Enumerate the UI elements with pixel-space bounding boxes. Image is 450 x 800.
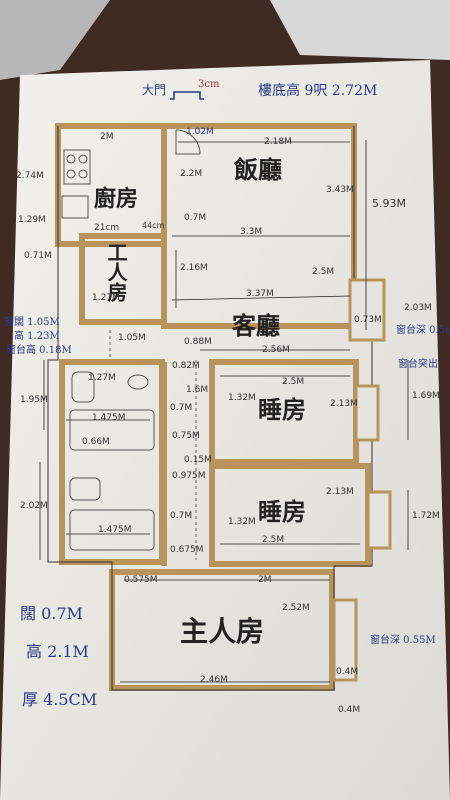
- dim-b2-out: 1.72M: [412, 511, 440, 521]
- dim-c-0975: 0.975M: [172, 471, 206, 481]
- dim-master-w: 2M: [258, 575, 272, 585]
- door-spec-1: 闊 0.7M: [20, 604, 83, 623]
- dim-c-16: 1.6M: [186, 385, 209, 395]
- door-arcs: [175, 129, 201, 155]
- dim-b2-r: 2.13M: [326, 487, 354, 497]
- window-note-3: 窗台高 0.18M: [6, 345, 72, 356]
- right-bottom-note: 窗台深 0.55M: [370, 635, 436, 646]
- dim-living-bottom: 2.56M: [262, 345, 290, 355]
- dim-bath2-w: 1.475M: [98, 525, 132, 535]
- dim-master-h: 2.52M: [282, 603, 310, 613]
- dim-c-082: 0.82M: [172, 361, 200, 371]
- dim-living-r: 2.5M: [312, 267, 335, 277]
- bath-fixtures: [69, 371, 155, 551]
- dim-b1-h: 1.32M: [228, 393, 256, 403]
- dim-b1-w: 2.5M: [282, 377, 305, 387]
- room-helper: 工人房: [104, 242, 128, 302]
- door-spec-3: 厚 4.5CM: [22, 690, 98, 709]
- dim-bath-w2: 1.475M: [92, 413, 126, 423]
- dim-balc-073: 0.73M: [354, 315, 382, 325]
- dim-kitchen-w: 2M: [100, 132, 114, 142]
- dim-living-w: 3.37M: [246, 289, 274, 299]
- dim-b1-r: 2.13M: [330, 399, 358, 409]
- dim-dining-r: 3.43M: [326, 185, 354, 195]
- dim-kitchen-h: 2.74M: [16, 171, 44, 181]
- dim-kitchen-small: 0.71M: [24, 251, 52, 261]
- dim-dining-h: 2.2M: [180, 169, 203, 179]
- dim-helper-d: 1.05M: [118, 333, 146, 343]
- door-note: 大門: [142, 83, 167, 97]
- dim-helper-w: 1.27M: [92, 293, 120, 303]
- dim-c-0575: 0.575M: [124, 575, 158, 585]
- dim-master-side: 0.4M: [336, 667, 359, 677]
- dim-c-015: 0.15M: [184, 455, 212, 465]
- room-bedroom-1: 睡房: [258, 395, 306, 424]
- dim-master-tiny: 0.4M: [338, 705, 361, 715]
- room-master: 主人房: [180, 615, 265, 648]
- room-dining: 飯廳: [234, 155, 282, 184]
- door-ink-mark: [170, 91, 204, 100]
- dim-c-075: 0.75M: [172, 431, 200, 441]
- dim-master-bottom: 2.46M: [200, 675, 228, 685]
- dim-bath-066: 0.66M: [82, 437, 110, 447]
- dim-win-086: 0.88M: [184, 337, 212, 347]
- right-note-1: 窗台深 0.56M: [396, 325, 450, 336]
- door-spec-2: 高 2.1M: [26, 642, 89, 661]
- dim-bath-h: 1.95M: [20, 395, 48, 405]
- right-note-2: 窗台突出: [398, 359, 438, 370]
- dim-c-0675: 0.675M: [170, 545, 204, 555]
- paper-stack: [270, 0, 450, 60]
- paper-stack-shadow: [0, 0, 110, 80]
- dim-span-33: 3.3M: [240, 227, 263, 237]
- dim-c-07b: 0.7M: [170, 511, 193, 521]
- dim-overall-h: 5.93M: [372, 197, 406, 210]
- dim-b1-out: 1.69M: [412, 391, 440, 401]
- dim-small-44: 44cm: [142, 221, 165, 230]
- window-note-2: 高 1.23M: [14, 331, 60, 342]
- room-bedroom-2: 睡房: [258, 497, 306, 526]
- room-kitchen: 廚房: [94, 186, 139, 212]
- bay-windows: [332, 278, 392, 682]
- dim-living-h: 2.16M: [180, 263, 208, 273]
- dim-mid-07: 0.7M: [184, 213, 207, 223]
- dim-balc-203: 2.03M: [404, 303, 432, 313]
- dimension-lines: [39, 140, 409, 683]
- dim-bath2-h: 2.02M: [20, 501, 48, 511]
- dim-kitchen-side: 1.29M: [18, 215, 46, 225]
- door-width-note: 3cm: [198, 79, 220, 90]
- ceiling-note: 樓底高 9呎 2.72M: [258, 83, 378, 99]
- dim-c-07: 0.7M: [170, 403, 193, 413]
- dim-small-21: 21cm: [94, 223, 120, 233]
- dim-b2-h: 1.32M: [228, 517, 256, 527]
- stove: [61, 149, 91, 219]
- corridor-dash: [109, 330, 197, 560]
- window-note-1: 窗闊 1.05M: [4, 317, 60, 328]
- room-living: 客廳: [232, 311, 280, 340]
- dim-dining-top: 2.18M: [264, 137, 292, 147]
- dim-bath-w: 1.27M: [88, 373, 116, 383]
- dim-b2-w: 2.5M: [262, 535, 285, 545]
- dim-door-w: 1.02M: [186, 127, 214, 137]
